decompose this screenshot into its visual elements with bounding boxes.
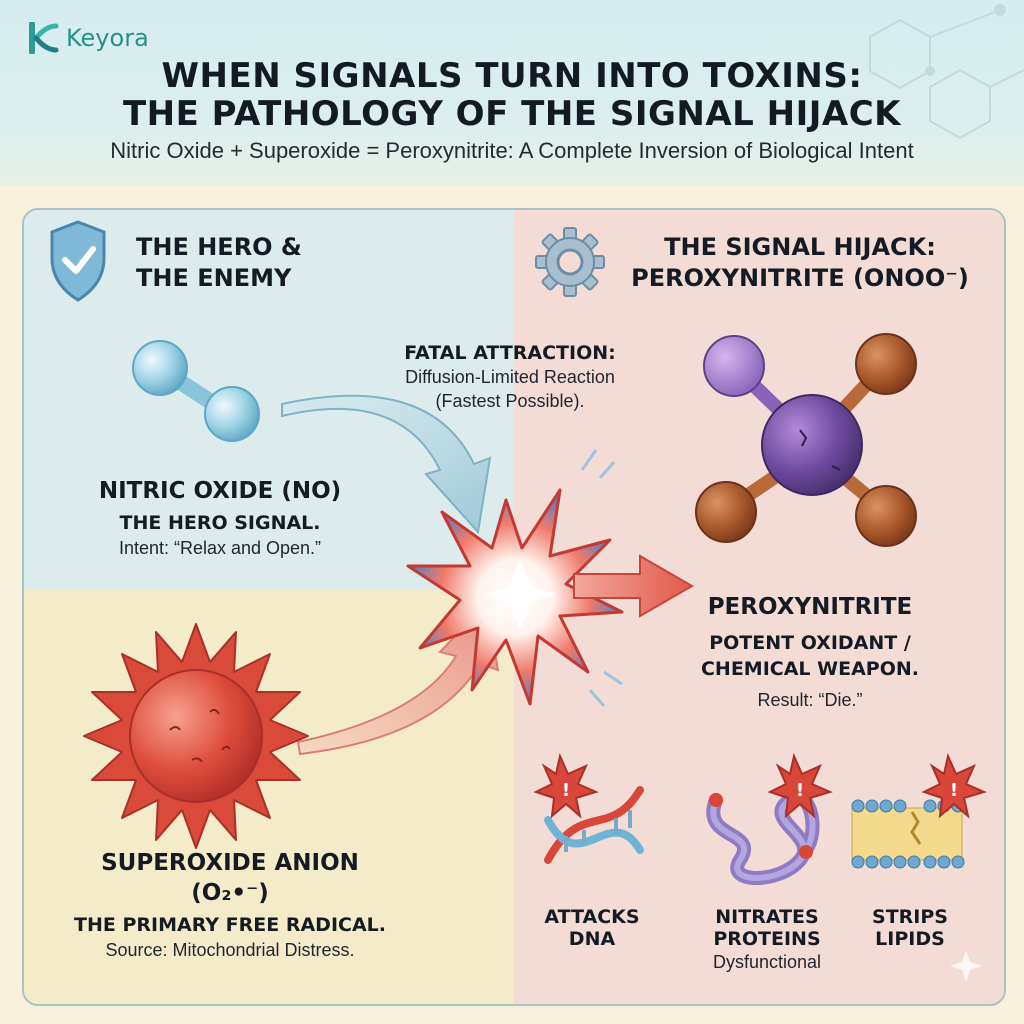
page-title-line2: THE PATHOLOGY OF THE SIGNAL HIJACK xyxy=(122,94,902,134)
nitric-oxide-molecule xyxy=(132,340,260,442)
right-heading-line2: PEROXYNITRITE (ONOO⁻) xyxy=(631,264,969,292)
peroxynitrite-name: PEROXYNITRITE xyxy=(707,594,913,620)
effect-lipid-line2: LIPIDS xyxy=(875,928,945,950)
effect-dna-caption: ATTACKS DNA xyxy=(522,906,662,950)
right-heading: THE SIGNAL HIJACK: PEROXYNITRITE (ONOO⁻) xyxy=(620,232,980,294)
nitric-oxide-caption: NITRIC OXIDE (NO) THE HERO SIGNAL. Inten… xyxy=(40,478,400,559)
shield-check-icon xyxy=(50,220,106,302)
brand-name: Keyora xyxy=(66,24,149,52)
peroxynitrite-result: Result: “Die.” xyxy=(757,690,863,710)
svg-text:!: ! xyxy=(796,780,804,801)
nitric-oxide-role: THE HERO SIGNAL. xyxy=(119,512,321,534)
peroxynitrite-role-line1: POTENT OXIDANT / xyxy=(709,632,911,654)
nitric-oxide-name: NITRIC OXIDE (NO) xyxy=(98,478,342,504)
reaction-line2: (Fastest Possible). xyxy=(435,391,585,411)
superoxide-formula: (O₂•⁻) xyxy=(191,880,269,906)
brand-logo: Keyora xyxy=(26,22,149,54)
reaction-title: FATAL ATTRACTION: xyxy=(404,342,616,364)
no-reaction-arrow xyxy=(281,394,492,535)
effect-protein-note: Dysfunctional xyxy=(712,952,822,972)
peroxynitrite-caption: PEROXYNITRITE POTENT OXIDANT / CHEMICAL … xyxy=(640,594,980,711)
peroxynitrite-role-line2: CHEMICAL WEAPON. xyxy=(700,658,919,680)
left-heading-line2: THE ENEMY xyxy=(136,264,292,292)
superoxide-source: Source: Mitochondrial Distress. xyxy=(105,940,355,960)
left-heading: THE HERO & THE ENEMY xyxy=(136,232,302,294)
page-title-line1: WHEN SIGNALS TURN INTO TOXINS: xyxy=(161,56,863,96)
superoxide-caption: SUPEROXIDE ANION (O₂•⁻) THE PRIMARY FREE… xyxy=(20,850,440,961)
effect-dna-line2: DNA xyxy=(568,928,616,950)
right-heading-line1: THE SIGNAL HIJACK: xyxy=(664,233,936,261)
sparkle-icon xyxy=(950,950,982,982)
superoxide-molecule xyxy=(83,623,309,849)
nitric-oxide-intent: Intent: “Relax and Open.” xyxy=(118,538,322,558)
reaction-burst-icon xyxy=(406,449,624,707)
reaction-line1: Diffusion-Limited Reaction xyxy=(405,367,615,387)
header-banner: Keyora WHEN SIGNALS TURN INTO TOXINS: TH… xyxy=(0,0,1024,186)
gear-icon xyxy=(535,227,605,297)
effect-dna-line1: ATTACKS xyxy=(544,906,640,928)
protein-icon: ! xyxy=(706,752,833,885)
product-arrow xyxy=(573,554,695,618)
effect-lipid-caption: STRIPS LIPIDS xyxy=(840,906,980,950)
superoxide-role: THE PRIMARY FREE RADICAL. xyxy=(74,914,386,936)
molecule-pattern-decoration xyxy=(869,4,1024,140)
effect-protein-line1: NITRATES xyxy=(715,906,819,928)
svg-text:!: ! xyxy=(562,780,570,801)
effect-lipid-line1: STRIPS xyxy=(872,906,948,928)
svg-text:!: ! xyxy=(950,780,958,801)
hero-quadrant xyxy=(24,210,514,590)
lipid-bilayer-icon: ! xyxy=(851,752,987,869)
peroxynitrite-molecule xyxy=(695,333,917,547)
page-subtitle: Nitric Oxide + Superoxide = Peroxynitrit… xyxy=(110,138,914,163)
effect-protein-line2: PROTEINS xyxy=(713,928,821,950)
left-heading-line1: THE HERO & xyxy=(136,233,302,261)
dna-icon: ! xyxy=(533,752,644,864)
keyora-logo-icon xyxy=(29,22,59,54)
superoxide-name: SUPEROXIDE ANION xyxy=(101,850,359,876)
effect-protein-caption: NITRATES PROTEINS Dysfunctional xyxy=(682,906,852,973)
reaction-caption: FATAL ATTRACTION: Diffusion-Limited Reac… xyxy=(360,342,660,412)
